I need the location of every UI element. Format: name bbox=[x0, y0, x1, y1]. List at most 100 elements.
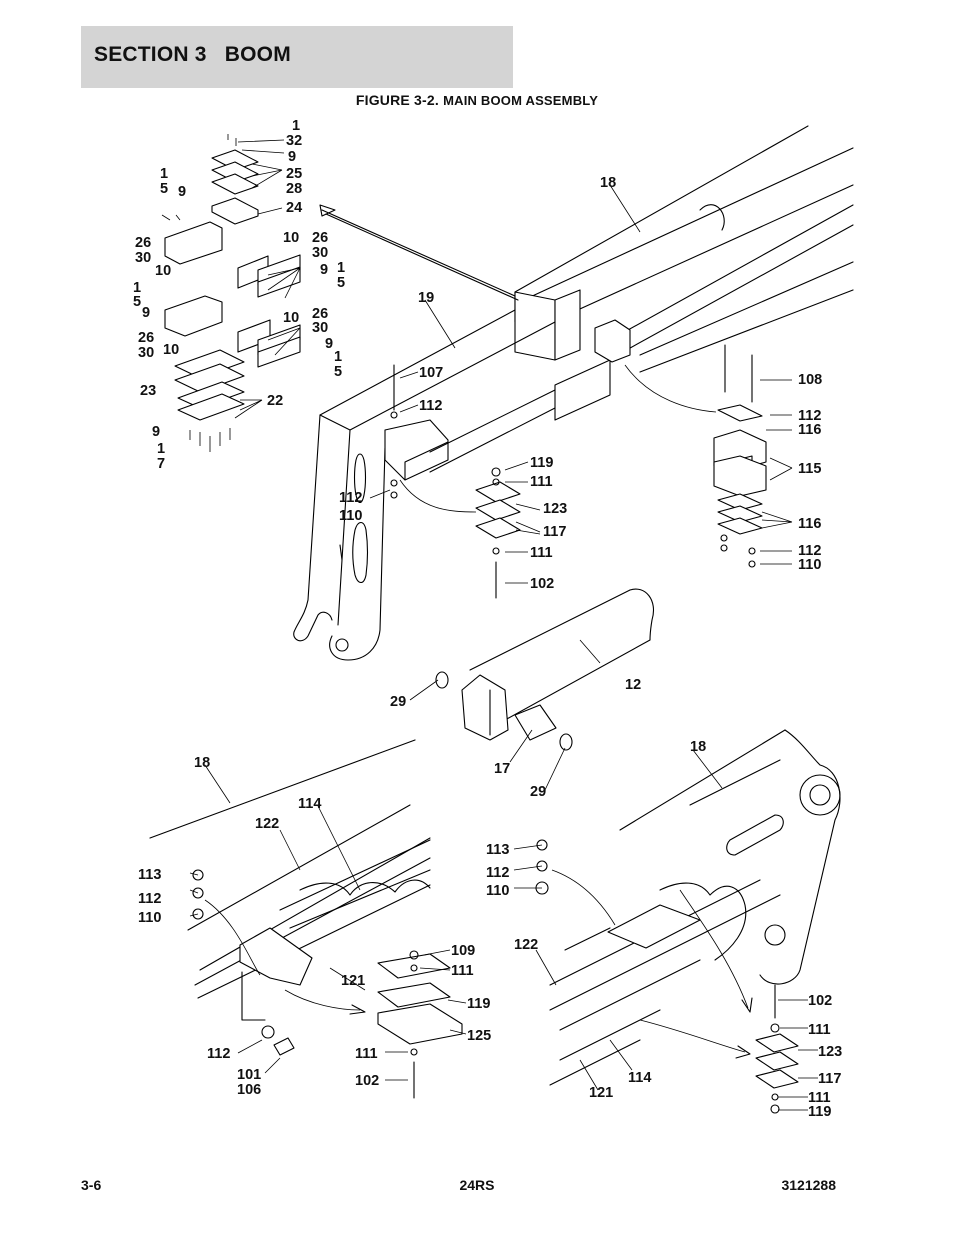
callout-28: 28 bbox=[286, 181, 302, 197]
callout-117: 117 bbox=[543, 524, 566, 540]
callout-30: 30 bbox=[312, 245, 328, 261]
callout-111: 111 bbox=[808, 1022, 831, 1038]
callout-1: 1 bbox=[157, 441, 165, 457]
callout-5: 5 bbox=[160, 181, 168, 197]
callout-119: 119 bbox=[530, 455, 553, 471]
callout-110: 110 bbox=[486, 883, 509, 899]
callout-1: 1 bbox=[334, 349, 342, 365]
callout-10: 10 bbox=[155, 263, 171, 279]
callout-116: 116 bbox=[798, 516, 821, 532]
callout-122: 122 bbox=[255, 816, 279, 832]
callout-111: 111 bbox=[530, 545, 553, 561]
callout-29: 29 bbox=[390, 694, 406, 710]
callout-101: 101 bbox=[237, 1067, 261, 1083]
page-number: 3-6 bbox=[81, 1177, 102, 1193]
callout-110: 110 bbox=[138, 910, 161, 926]
callout-18: 18 bbox=[600, 175, 616, 191]
callout-125: 125 bbox=[467, 1028, 491, 1044]
callout-119: 119 bbox=[467, 996, 490, 1012]
callout-10: 10 bbox=[283, 230, 299, 246]
callout-9: 9 bbox=[320, 262, 328, 278]
callout-119: 119 bbox=[808, 1104, 831, 1120]
callout-22: 22 bbox=[267, 393, 283, 409]
callout-26: 26 bbox=[312, 306, 328, 322]
callout-32: 32 bbox=[286, 133, 302, 149]
callout-30: 30 bbox=[135, 250, 151, 266]
callout-112: 112 bbox=[339, 490, 362, 506]
callout-9: 9 bbox=[142, 305, 150, 321]
callout-9: 9 bbox=[325, 336, 333, 352]
callout-1: 1 bbox=[292, 118, 300, 134]
callout-102: 102 bbox=[355, 1073, 379, 1089]
callout-30: 30 bbox=[138, 345, 154, 361]
callout-18: 18 bbox=[194, 755, 210, 771]
callout-123: 123 bbox=[818, 1044, 842, 1060]
callout-9: 9 bbox=[288, 149, 296, 165]
boom-lower-left bbox=[149, 739, 463, 1099]
callout-19: 19 bbox=[418, 290, 434, 306]
callout-121: 121 bbox=[341, 973, 365, 989]
figure-caption-prefix: FIGURE 3-2. bbox=[355, 92, 444, 108]
callout-9: 9 bbox=[152, 424, 160, 440]
callout-5: 5 bbox=[334, 364, 342, 380]
callout-111: 111 bbox=[355, 1046, 378, 1062]
callout-109: 109 bbox=[451, 943, 475, 959]
callout-7: 7 bbox=[157, 456, 165, 472]
callout-1: 1 bbox=[160, 166, 168, 182]
callout-112: 112 bbox=[419, 398, 442, 414]
callout-12: 12 bbox=[625, 677, 641, 693]
figure-caption: FIGURE 3-2. MAIN BOOM ASSEMBLY bbox=[0, 92, 954, 108]
callout-117: 117 bbox=[818, 1071, 841, 1087]
callout-111: 111 bbox=[451, 963, 474, 979]
callout-10: 10 bbox=[283, 310, 299, 326]
section-title: SECTION 3 BOOM bbox=[94, 43, 291, 66]
callout-5: 5 bbox=[133, 294, 141, 310]
callout-102: 102 bbox=[808, 993, 832, 1009]
callout-111: 111 bbox=[808, 1090, 831, 1106]
callout-112: 112 bbox=[798, 543, 821, 559]
figure-caption-name: MAIN BOOM ASSEMBLY bbox=[443, 93, 599, 108]
callout-102: 102 bbox=[530, 576, 554, 592]
callout-labels: 1 32 9 25 28 24 1 5 9 26 30 10 10 26 30 … bbox=[133, 118, 842, 1120]
callout-114: 114 bbox=[628, 1070, 651, 1086]
leader-lines bbox=[161, 139, 818, 1111]
callout-116: 116 bbox=[798, 422, 821, 438]
callout-123: 123 bbox=[543, 501, 567, 517]
callout-24: 24 bbox=[286, 200, 302, 216]
wear-pad-stacks bbox=[164, 134, 301, 452]
callout-1: 1 bbox=[337, 260, 345, 276]
callout-112: 112 bbox=[486, 865, 509, 881]
callout-112: 112 bbox=[798, 408, 821, 424]
callout-111: 111 bbox=[530, 474, 553, 490]
callout-113: 113 bbox=[486, 842, 509, 858]
callout-26: 26 bbox=[138, 330, 154, 346]
callout-5: 5 bbox=[337, 275, 345, 291]
lift-cylinder bbox=[435, 588, 654, 751]
model-name: 24RS bbox=[459, 1177, 495, 1193]
callout-26: 26 bbox=[135, 235, 151, 251]
boom-lower-right bbox=[535, 729, 841, 1114]
callout-122: 122 bbox=[514, 937, 538, 953]
boom-upper-assembly bbox=[293, 125, 854, 661]
callout-29: 29 bbox=[530, 784, 546, 800]
callout-113: 113 bbox=[138, 867, 161, 883]
section-header: SECTION 3 BOOM bbox=[81, 26, 513, 88]
callout-26: 26 bbox=[312, 230, 328, 246]
callout-110: 110 bbox=[339, 508, 362, 524]
callout-121: 121 bbox=[589, 1085, 613, 1101]
callout-25: 25 bbox=[286, 166, 302, 182]
callout-112: 112 bbox=[207, 1046, 230, 1062]
callout-112: 112 bbox=[138, 891, 161, 907]
callout-17: 17 bbox=[494, 761, 510, 777]
callout-106: 106 bbox=[237, 1082, 261, 1098]
callout-30: 30 bbox=[312, 320, 328, 336]
bracket-hardware bbox=[390, 344, 767, 599]
callout-107: 107 bbox=[419, 365, 443, 381]
manual-number: 3121288 bbox=[781, 1177, 836, 1193]
callout-9: 9 bbox=[178, 184, 186, 200]
callout-10: 10 bbox=[163, 342, 179, 358]
callout-18: 18 bbox=[690, 739, 706, 755]
callout-114: 114 bbox=[298, 796, 321, 812]
callout-23: 23 bbox=[140, 383, 156, 399]
